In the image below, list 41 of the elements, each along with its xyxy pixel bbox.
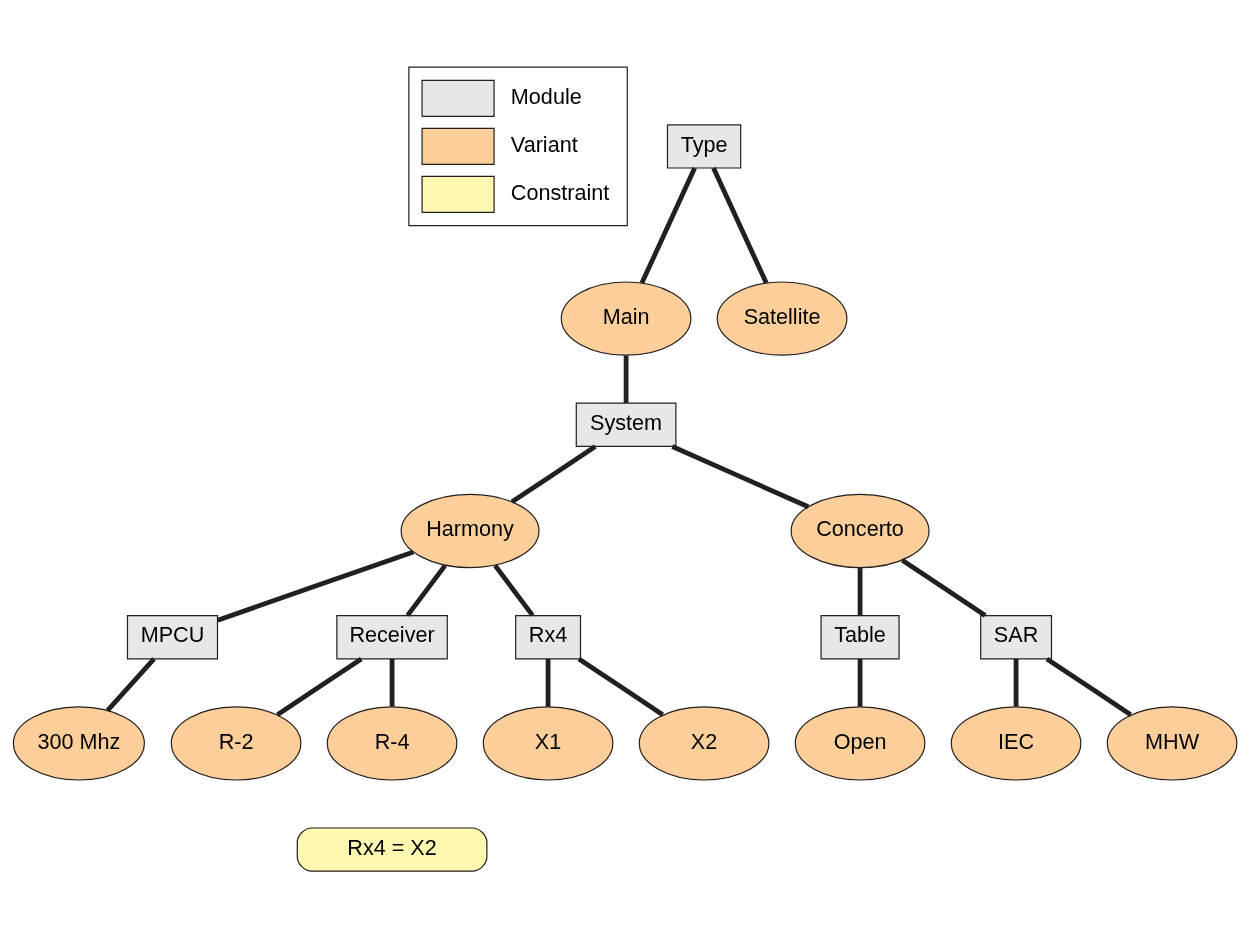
connector bbox=[105, 657, 156, 712]
node-box: Rx4 = X2 bbox=[296, 827, 488, 872]
node-ellipse: MHW bbox=[1106, 706, 1238, 781]
legend-label: Constraint bbox=[510, 179, 610, 205]
node-ellipse: R-4 bbox=[326, 706, 458, 781]
connector bbox=[857, 658, 863, 707]
node-box: Rx4 bbox=[515, 615, 582, 660]
node-ellipse: Main bbox=[560, 281, 692, 356]
node-ellipse: R-2 bbox=[170, 706, 302, 781]
connector bbox=[545, 658, 551, 707]
connector bbox=[900, 558, 987, 618]
node-box: Type bbox=[666, 124, 742, 169]
connector bbox=[639, 167, 697, 285]
connector bbox=[711, 167, 769, 285]
node-ellipse: Harmony bbox=[400, 493, 540, 569]
node-ellipse: Open bbox=[794, 706, 926, 781]
connector bbox=[623, 355, 629, 403]
connector bbox=[389, 658, 395, 707]
node-box: Receiver bbox=[336, 615, 448, 660]
node-ellipse: Concerto bbox=[790, 493, 930, 569]
node-box: Table bbox=[820, 615, 900, 660]
connector bbox=[216, 549, 415, 623]
connector bbox=[1045, 656, 1133, 717]
node-ellipse: 300 Mhz bbox=[12, 706, 145, 781]
connector bbox=[405, 564, 447, 617]
node-ellipse: X1 bbox=[482, 706, 614, 781]
connector bbox=[577, 656, 665, 717]
node-ellipse: Satellite bbox=[716, 281, 848, 356]
node-box: MPCU bbox=[126, 615, 219, 660]
connector bbox=[493, 564, 535, 617]
connector bbox=[671, 444, 810, 509]
node-ellipse: IEC bbox=[950, 706, 1082, 781]
legend-label: Module bbox=[510, 83, 582, 109]
connector bbox=[1013, 658, 1019, 707]
legend-label: Variant bbox=[510, 131, 578, 157]
connector bbox=[276, 656, 363, 717]
node-box: SAR bbox=[980, 615, 1053, 660]
connector bbox=[857, 567, 863, 616]
node-box: System bbox=[575, 402, 677, 447]
connector bbox=[510, 444, 597, 504]
node-ellipse: X2 bbox=[638, 706, 770, 781]
